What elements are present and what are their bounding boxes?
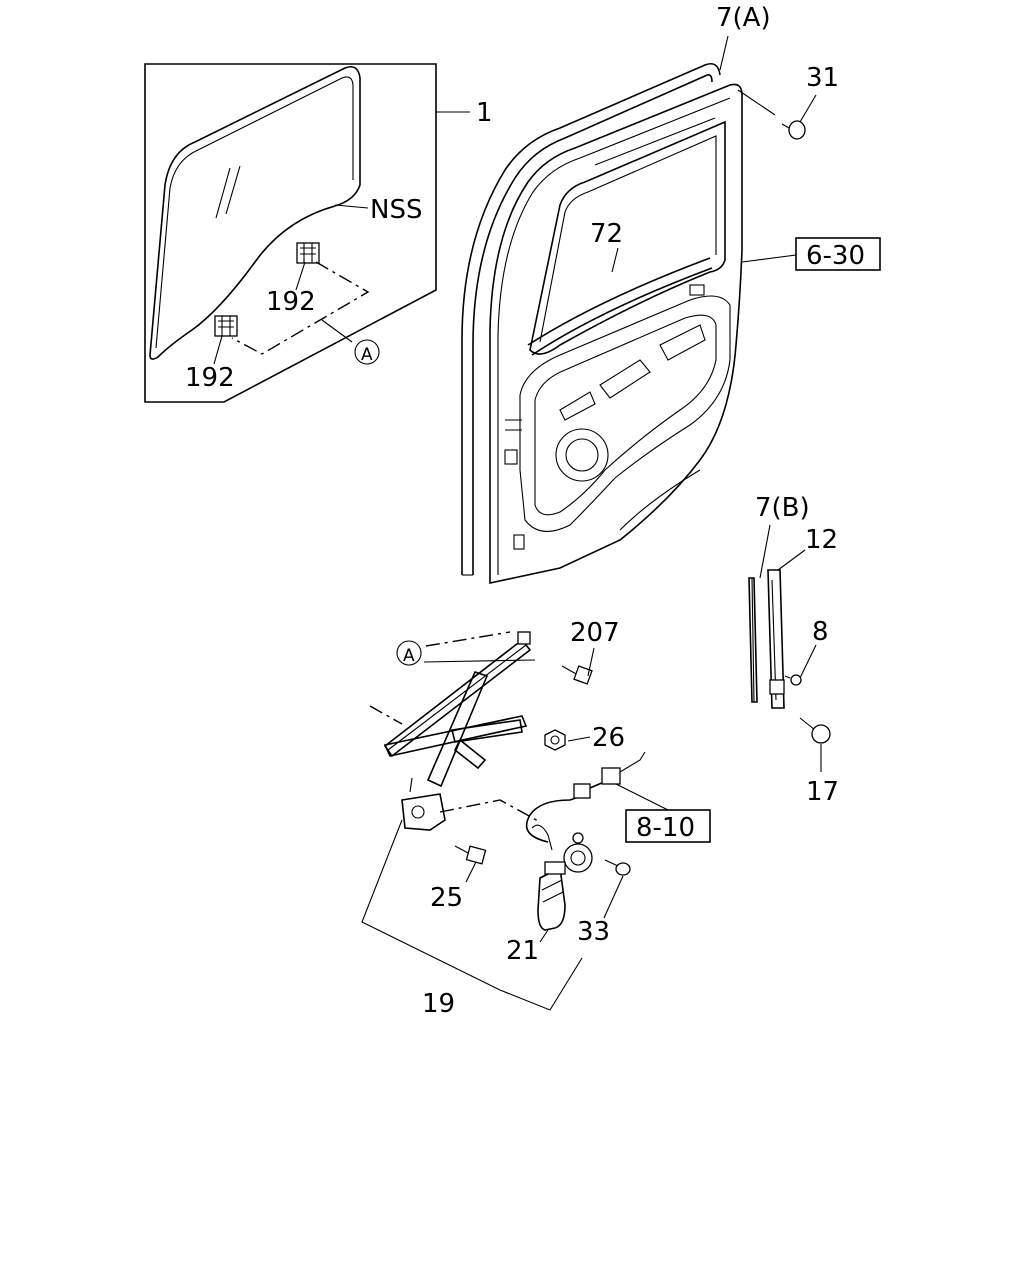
callout-192-upper: 192: [266, 287, 316, 317]
door-glass: [149, 65, 361, 360]
callout-207: 207: [570, 618, 620, 648]
callout-17: 17: [806, 777, 839, 807]
reference-6-30: 6-30: [806, 241, 865, 271]
motor-harness: [525, 751, 646, 843]
callout-1: 1: [476, 98, 493, 128]
callout-19: 19: [422, 989, 455, 1019]
bolt-25: [454, 845, 487, 865]
clip-31: [781, 120, 806, 140]
reference-box-6-30: [795, 237, 881, 271]
callout-72: 72: [590, 219, 623, 249]
callout-25: 25: [430, 883, 463, 913]
bolt-207: [561, 665, 593, 685]
channel-bracket-12: [767, 569, 785, 709]
callout-nss: NSS: [370, 195, 422, 225]
reference-line-a-upper: [231, 261, 370, 355]
callout-circle-a-upper: [354, 339, 380, 365]
glass-clip-upper: [296, 242, 320, 264]
leader-lines: [213, 35, 822, 1011]
callout-12: 12: [805, 525, 838, 555]
screw-8: [784, 674, 802, 686]
reference-box-8-10: [625, 809, 711, 843]
callout-31: 31: [806, 63, 839, 93]
regulator-motor-21: [531, 824, 593, 931]
callout-circle-a-lower: [396, 640, 422, 666]
callout-7a: 7(A): [716, 3, 771, 33]
callout-7b: 7(B): [755, 493, 810, 523]
callout-21: 21: [506, 936, 539, 966]
door-panel: [489, 83, 743, 584]
screw-33: [604, 859, 631, 876]
window-regulator: [383, 631, 532, 831]
callout-192-lower: 192: [185, 363, 235, 393]
callout-8: 8: [812, 617, 829, 647]
callout-a-upper: A: [361, 345, 373, 365]
reference-8-10: 8-10: [636, 813, 695, 843]
nut-26: [544, 729, 566, 751]
callout-a-lower: A: [403, 646, 415, 666]
door-glass-run-72: [527, 257, 713, 356]
callout-26: 26: [592, 723, 625, 753]
run-channel-7b: [748, 577, 758, 703]
reference-line-a-lower: [369, 631, 541, 823]
callout-33: 33: [577, 917, 610, 947]
door-weatherstrip: [461, 62, 721, 576]
glass-inset-panel: [144, 63, 437, 403]
bolt-17: [799, 717, 831, 744]
glass-clip-lower: [214, 315, 238, 337]
